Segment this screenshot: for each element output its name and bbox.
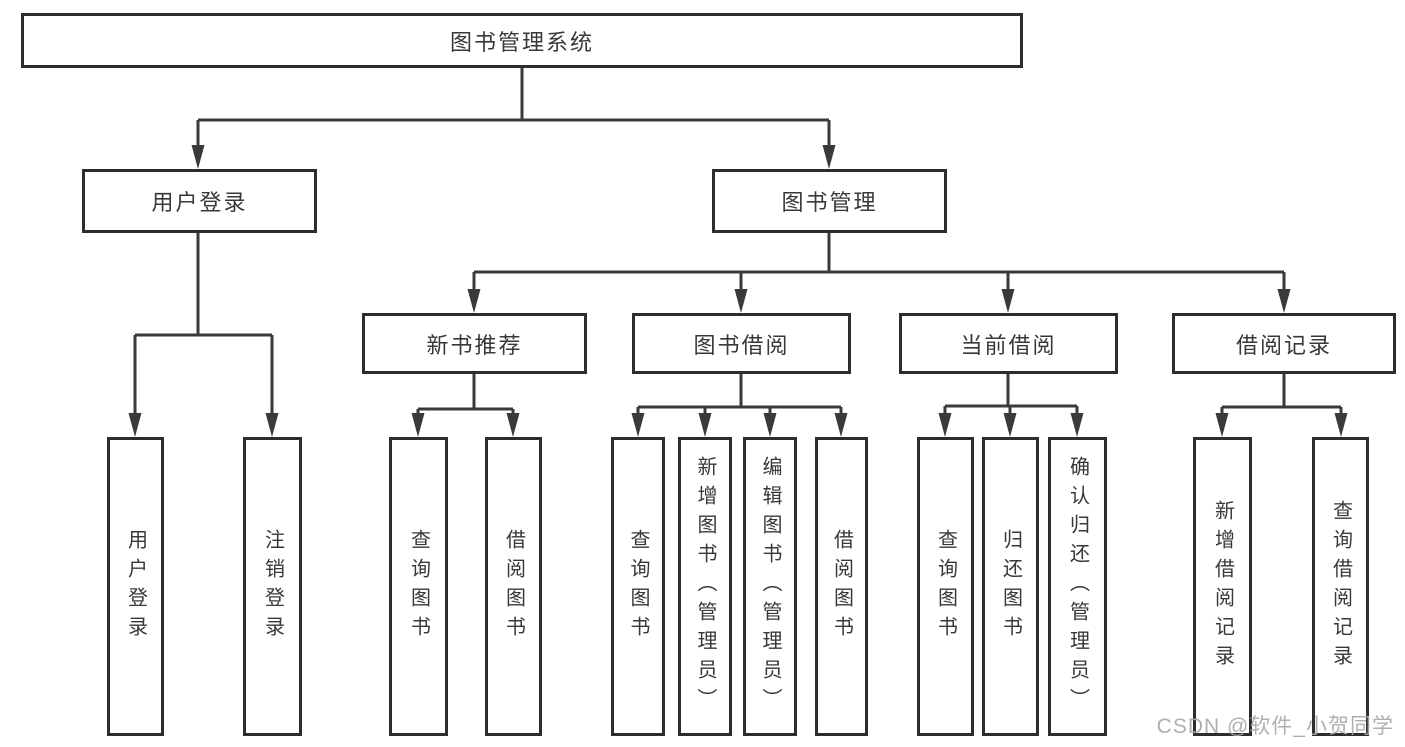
arrowhead xyxy=(834,413,848,437)
leaf-return-book: 归还图书 xyxy=(982,437,1039,736)
node-current-borrow: 当前借阅 xyxy=(899,313,1118,374)
arrowhead xyxy=(698,413,712,437)
node-new-book-recommend: 新书推荐 xyxy=(362,313,587,374)
node-label: 当前借阅 xyxy=(960,332,1057,358)
arrowhead xyxy=(265,413,279,437)
connector-records-to-leaves xyxy=(1220,374,1343,414)
arrowhead xyxy=(1277,289,1291,313)
arrowhead xyxy=(763,413,777,437)
leaf-query-book-borrow: 查询图书 xyxy=(611,437,665,736)
arrowhead xyxy=(506,413,520,437)
leaf-confirm-return-admin: 确认归还（管理员） xyxy=(1048,437,1107,736)
connector-root-to-level2 xyxy=(196,68,831,146)
node-label: 查询图书 xyxy=(407,528,430,645)
connector-newbook-to-leaves xyxy=(416,374,515,414)
node-label: 借阅记录 xyxy=(1235,332,1332,358)
arrowhead xyxy=(822,145,836,169)
node-label: 新增图书（管理员） xyxy=(694,456,716,717)
leaf-query-book-current: 查询图书 xyxy=(917,437,974,736)
node-label: 用户登录 xyxy=(151,190,248,215)
arrowhead xyxy=(1070,413,1084,437)
node-user-login: 用户登录 xyxy=(82,169,317,233)
node-borrow-records: 借阅记录 xyxy=(1172,313,1396,374)
node-label: 查询图书 xyxy=(627,528,649,645)
leaf-borrow-book-recommend: 借阅图书 xyxy=(485,437,542,736)
node-label: 新增借阅记录 xyxy=(1211,499,1234,674)
node-label: 借阅图书 xyxy=(502,528,525,645)
node-label: 图书管理系统 xyxy=(449,29,594,55)
node-label: 新书推荐 xyxy=(426,332,523,358)
node-book-management: 图书管理 xyxy=(712,169,947,233)
node-label: 图书借阅 xyxy=(693,332,790,358)
arrowhead xyxy=(631,413,645,437)
leaf-user-login: 用户登录 xyxy=(107,437,164,736)
arrowhead xyxy=(734,289,748,313)
node-label: 查询图书 xyxy=(934,528,957,645)
node-label: 确认归还（管理员） xyxy=(1066,456,1089,717)
leaf-add-book-admin: 新增图书（管理员） xyxy=(678,437,732,736)
node-label: 归还图书 xyxy=(999,528,1022,645)
node-root: 图书管理系统 xyxy=(21,13,1023,68)
arrowhead xyxy=(938,413,952,437)
arrowhead xyxy=(467,289,481,313)
connector-currentborrow-to-leaves xyxy=(943,374,1079,414)
arrowhead xyxy=(191,145,205,169)
leaf-query-borrow-record: 查询借阅记录 xyxy=(1312,437,1369,736)
node-label: 借阅图书 xyxy=(830,528,853,645)
connector-bookmgmt-to-level3 xyxy=(472,233,1286,290)
arrowhead xyxy=(411,413,425,437)
node-label: 编辑图书（管理员） xyxy=(759,456,781,717)
arrowhead xyxy=(1334,413,1348,437)
connector-bookborrow-to-leaves xyxy=(636,374,843,414)
node-label: 注销登录 xyxy=(261,528,284,645)
arrowhead xyxy=(1001,289,1015,313)
leaf-add-borrow-record: 新增借阅记录 xyxy=(1193,437,1252,736)
arrowhead xyxy=(128,413,142,437)
node-book-borrow: 图书借阅 xyxy=(632,313,851,374)
arrowhead xyxy=(1003,413,1017,437)
leaf-edit-book-admin: 编辑图书（管理员） xyxy=(743,437,797,736)
leaf-logout: 注销登录 xyxy=(243,437,302,736)
connector-userlogin-to-leaves xyxy=(133,232,274,414)
watermark: CSDN @软件_小贺同学 xyxy=(1156,715,1394,738)
node-label: 查询借阅记录 xyxy=(1329,499,1352,674)
node-label: 图书管理 xyxy=(781,190,878,215)
leaf-borrow-book: 借阅图书 xyxy=(815,437,868,736)
leaf-query-book-recommend: 查询图书 xyxy=(389,437,448,736)
arrowhead xyxy=(1215,413,1229,437)
node-label: 用户登录 xyxy=(124,528,147,645)
